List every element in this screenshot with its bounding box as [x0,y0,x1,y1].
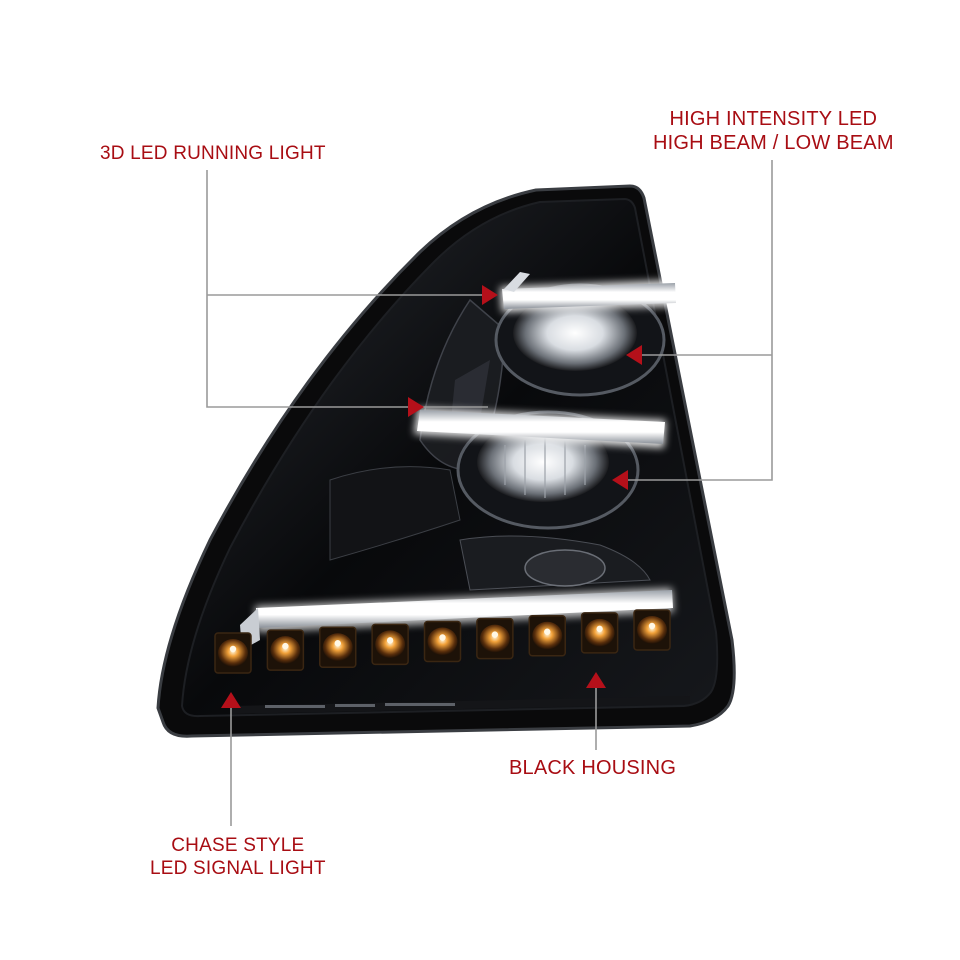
signal-led-cell [266,629,305,671]
beam-leader-lower [618,160,773,481]
callout-housing: BLACK HOUSING [509,757,676,780]
upper-projector-lens [494,283,666,397]
arrow-lower-projector [612,470,628,490]
arrow-signal [221,692,241,708]
signal-led-cell [371,623,409,666]
callout-beam: HIGH INTENSITY LED HIGH BEAM / LOW BEAM [653,107,894,155]
signal-led-cell [580,612,619,654]
arrow-lower-bar [408,397,424,417]
callout-housing-text: BLACK HOUSING [509,757,677,779]
arrow-housing [586,672,606,688]
arrow-upper-projector [626,345,642,365]
signal-led-cell [633,609,671,651]
callout-running-light-text: 3D LED RUNNING LIGHT [100,143,326,164]
signal-led-cell [476,617,514,660]
callout-beam-line2: HIGH BEAM / LOW BEAM [653,132,894,154]
lower-led-light-bar [414,408,666,448]
signal-led-cell [319,626,357,668]
bottom-led-light-bar [240,588,674,650]
signal-led-cell [423,620,462,663]
callout-signal-line2: LED SIGNAL LIGHT [150,858,326,879]
signal-led-cell [214,632,252,674]
housing-fine-print-strip [232,696,690,714]
callout-signal-line1: CHASE STYLE [171,835,305,856]
arrow-upper-bar [482,285,498,305]
callout-leader-lines [206,160,773,826]
callout-beam-line1: HIGH INTENSITY LED [669,108,878,130]
upper-led-light-bar [500,272,678,312]
running-light-leader-lower [206,170,488,408]
callout-arrow-heads [221,285,642,708]
callout-signal: CHASE STYLE LED SIGNAL LIGHT [150,834,326,880]
signal-led-cell [528,615,566,657]
callout-running-light: 3D LED RUNNING LIGHT [100,142,326,165]
chase-signal-led-row [214,609,671,674]
